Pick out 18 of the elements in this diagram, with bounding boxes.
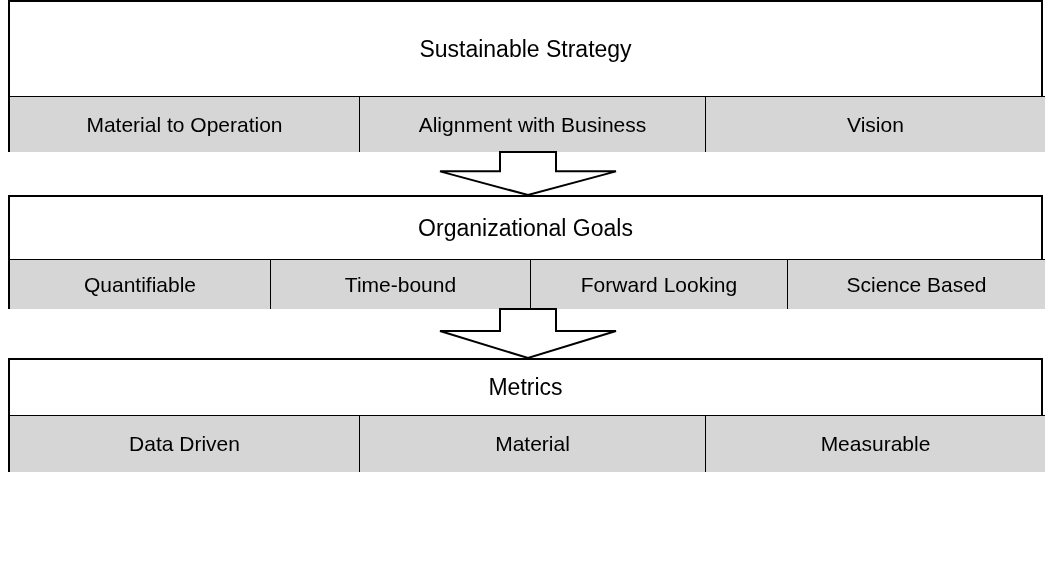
attribute-cell: Science Based	[787, 259, 1045, 309]
block-arrow	[439, 308, 617, 360]
section-box	[8, 195, 1043, 309]
attribute-cell: Quantifiable	[10, 259, 270, 309]
attribute-cell: Material to Operation	[10, 96, 359, 152]
attribute-cell: Material	[359, 415, 705, 472]
section-box	[8, 0, 1043, 152]
attribute-cell: Measurable	[705, 415, 1045, 472]
attribute-cell: Forward Looking	[530, 259, 787, 309]
block-arrow	[439, 151, 617, 197]
attribute-cell: Vision	[705, 96, 1045, 152]
section-title: Sustainable Strategy	[419, 35, 632, 63]
section-title: Organizational Goals	[418, 214, 633, 242]
section-box	[8, 358, 1043, 472]
attribute-cell: Alignment with Business	[359, 96, 705, 152]
section-title: Metrics	[488, 374, 563, 401]
attribute-cell: Data Driven	[10, 415, 359, 472]
attribute-cell: Time-bound	[270, 259, 530, 309]
